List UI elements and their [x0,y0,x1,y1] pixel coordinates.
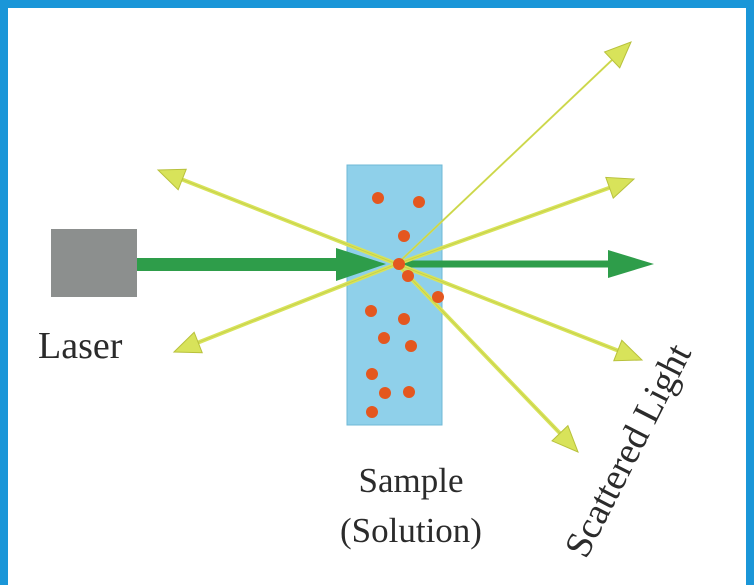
particle [366,406,378,418]
particle [393,258,405,270]
particles [365,192,444,418]
particle [432,291,444,303]
particle [398,313,410,325]
particle [403,386,415,398]
transmitted-beam [398,250,654,278]
incident-beam [137,248,386,281]
ray-lower-right [396,262,644,362]
ray-back-upper [156,168,398,266]
particle [365,305,377,317]
laser-label: Laser [38,325,123,367]
ray-upper-far [396,41,632,265]
scattered-light-label: Scattered Light [557,337,700,564]
particle [398,230,410,242]
particle [372,192,384,204]
particle [378,332,390,344]
sample-sublabel: (Solution) [340,511,482,550]
particle [413,196,425,208]
laser-source [51,229,137,297]
particle [402,270,414,282]
particle [405,340,417,352]
ray-lower-far [395,262,579,453]
scattered-rays [156,41,644,453]
ray-upper-right [396,176,636,266]
ray-back-lower [172,262,398,354]
particle [379,387,391,399]
particle [366,368,378,380]
sample-label: Sample [359,461,464,500]
